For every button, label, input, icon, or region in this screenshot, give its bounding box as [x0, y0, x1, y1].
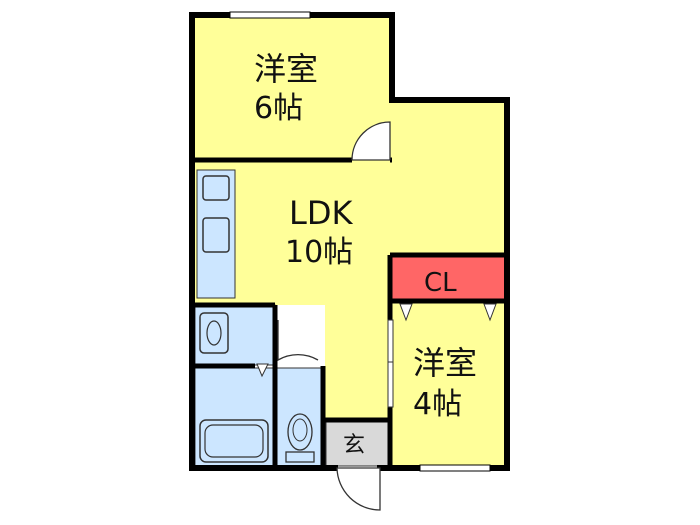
washbasin-icon — [199, 312, 229, 354]
ldk-name: LDK — [289, 194, 353, 232]
door-entrance[interactable] — [336, 467, 381, 511]
western-room-4-floor — [390, 300, 505, 468]
toilet-seat-icon — [292, 418, 308, 442]
interior-walls — [195, 157, 507, 466]
western-room-4-name: 洋室 — [413, 344, 477, 382]
toilet-bowl-icon — [287, 413, 313, 451]
sliding-door-washroom[interactable] — [256, 363, 269, 378]
window-top — [229, 11, 311, 19]
washbasin-bowl-icon — [206, 320, 222, 346]
bathtub-icon — [199, 419, 269, 463]
western-room-4-size: 4帖 — [413, 387, 462, 422]
sliding-door-western-room-4[interactable] — [387, 319, 394, 408]
closet-label: CL — [424, 268, 457, 298]
western-room-6-name: 洋室 — [254, 50, 318, 88]
bathtub-inner-icon — [204, 424, 264, 458]
sink-icon — [202, 175, 230, 201]
toilet-tank-icon — [285, 451, 315, 463]
entrance-label: 玄 — [343, 433, 365, 458]
ldk-floor — [195, 100, 505, 420]
closet-doors[interactable] — [399, 303, 497, 322]
door-western-room-6[interactable] — [351, 121, 391, 161]
stove-icon — [202, 217, 230, 253]
door-toilet[interactable] — [277, 320, 319, 362]
window-bottom — [419, 464, 491, 472]
ldk-size: 10帖 — [285, 235, 353, 270]
closet-floor — [392, 257, 504, 301]
western-room-6-size: 6帖 — [254, 91, 303, 126]
